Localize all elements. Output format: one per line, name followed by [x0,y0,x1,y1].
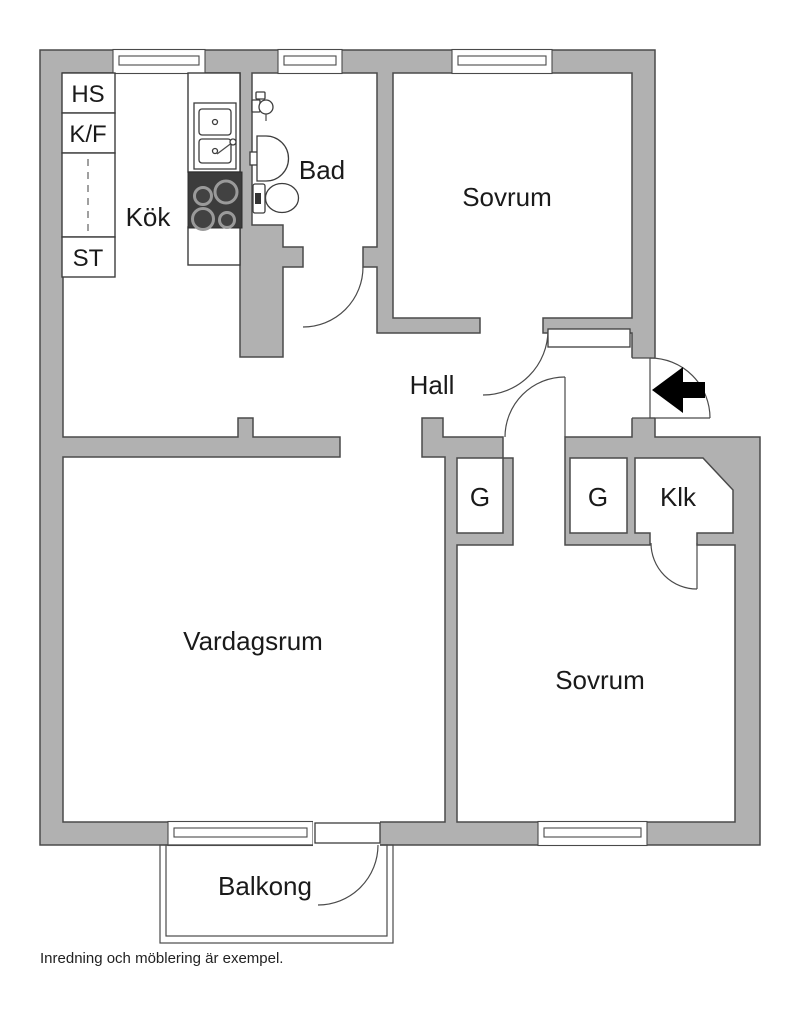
closet-door [650,542,698,590]
room-label-living-room: Vardagsrum [183,626,323,656]
cabinet-label-kf: K/F [69,121,106,148]
door-swing-arc-closet [650,542,698,590]
window-icon-bathroom [277,48,343,75]
balcony-door [313,820,381,906]
room-label-kitchen: Kök [126,202,172,232]
cabinet-label-st: ST [73,245,104,272]
window-icon-bedroom-top [451,48,553,75]
entrance-door [631,357,711,419]
door-swing-arc-hall [504,376,566,438]
washbasin-icon [249,135,290,182]
cabinet-label-hs: HS [71,81,104,108]
window-icon-kitchen [112,48,206,75]
door-swing-arc-bathroom [302,266,364,328]
bedroom-top-door [482,328,631,396]
room-label-bedroom-bottom: Sovrum [555,665,645,695]
cabinet-st [61,236,116,278]
entrance-arrow-icon [652,367,705,413]
footer-note: Inredning och möblering är exempel. [40,950,283,967]
counter-dashed [61,152,116,238]
balcony-outline [159,844,394,944]
sink-icon [193,102,237,170]
wall-layer [39,49,761,846]
room-label-wardrobe-right: G [588,482,608,512]
toilet-icon [252,182,300,214]
room-label-hall: Hall [410,370,455,400]
room-label-bedroom-top: Sovrum [462,182,552,212]
window-icon-bedroom-bottom [537,820,648,847]
room-label-bathroom: Bad [299,155,345,185]
door-swing-arc-bedroom-top [482,329,549,396]
door-swing-arc-balcony [317,844,379,906]
stove-icon [187,171,243,231]
door-swing-arc-entrance [649,357,711,419]
room-label-balcony: Balkong [218,871,312,901]
window-icon-living-room [167,820,314,847]
hall-door [504,376,566,438]
room-label-wardrobe-left: G [470,482,490,512]
room-label-closet: Klk [660,482,697,512]
mixer-tap-icon [251,91,274,121]
